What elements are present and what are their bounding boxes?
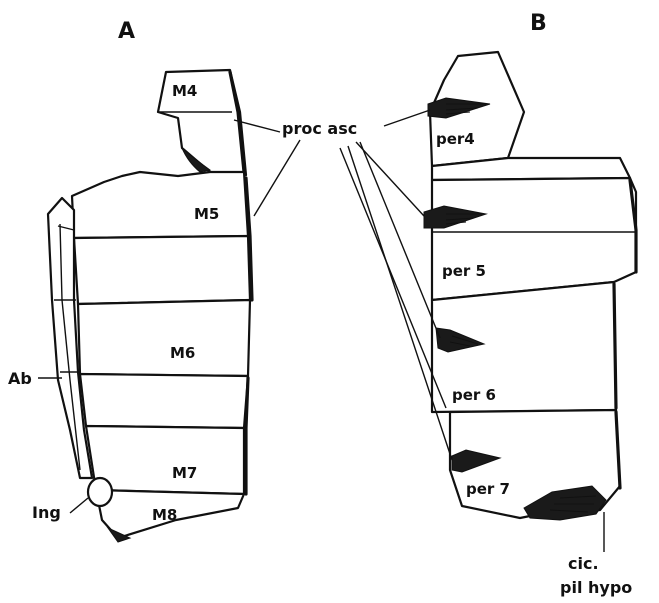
label-ing: Ing: [32, 503, 61, 522]
leader-ing: [70, 498, 88, 513]
panel-label-b: B: [530, 11, 547, 36]
label-m8: M8: [152, 506, 177, 524]
label-per5: per 5: [442, 262, 486, 280]
label-per6: per 6: [452, 386, 496, 404]
proc-asc-leaders: [234, 110, 452, 460]
label-per4: per4: [436, 130, 475, 148]
label-cic: cic.: [568, 554, 599, 573]
label-m5: M5: [194, 205, 219, 223]
label-proc-asc: proc asc: [282, 119, 357, 138]
panel-b-drawing: [424, 52, 636, 520]
segment-m7-shape: [80, 374, 248, 428]
label-per7: per 7: [466, 480, 510, 498]
label-m7: M7: [172, 464, 197, 482]
segment-m6-shape: [74, 236, 250, 304]
label-pil-hypo: pil hypo: [560, 578, 632, 597]
panel-a-drawing: [48, 70, 252, 542]
label-ab: Ab: [8, 369, 32, 388]
panel-label-a: A: [118, 19, 135, 44]
segment-m5-shape: [72, 172, 248, 238]
ing-structure: [88, 478, 112, 506]
segment-per5-shape: [432, 178, 636, 300]
label-m4: M4: [172, 82, 197, 100]
label-m6: M6: [170, 344, 195, 362]
